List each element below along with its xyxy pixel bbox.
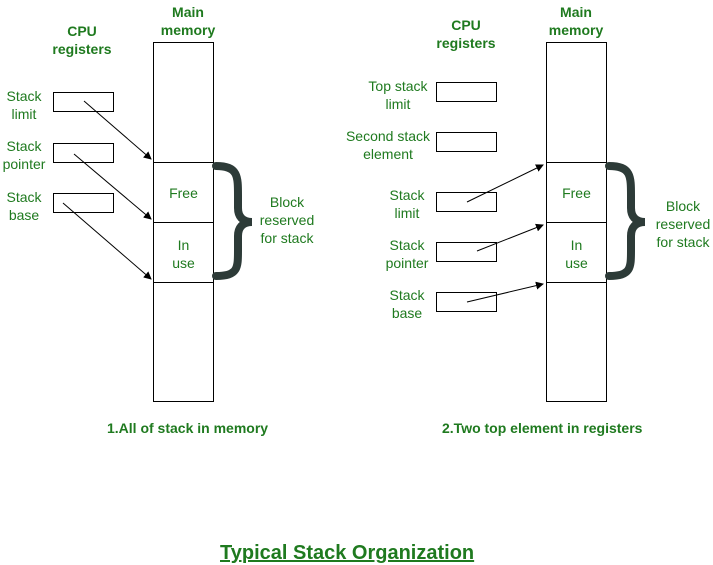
d2-caption: 2.Two top element in registers [442,420,643,436]
d1-free-inuse-divider [153,222,214,223]
d2-stack-base-arrow [466,281,544,303]
d1-free-label: Free [169,185,198,201]
d1-stack-limit-label: Stack limit [6,88,42,122]
d2-inuse-bottom-divider [546,282,607,283]
page-title: Typical Stack Organization [220,542,475,564]
d1-caption: 1.All of stack in memory [107,420,269,436]
d1-inuse-bottom-divider [153,282,214,283]
d2-stack-limit-arrow [466,164,544,203]
d2-stack-limit-label: Stack limit [389,187,425,221]
d2-stack-pointer-arrow [476,223,544,252]
d1-main-memory-header: Main memory [160,4,216,38]
d2-cpu-registers-header: CPU registers [436,17,496,51]
d2-block-reserved-label: Block reserved for stack [655,198,711,250]
d1-block-reserved-label: Block reserved for stack [259,194,315,246]
d2-top-stack-limit-label: Top stack limit [368,78,428,112]
d2-free-inuse-divider [546,222,607,223]
d1-stack-base-label: Stack base [6,189,42,223]
d1-stack-pointer-label: Stack pointer [2,138,46,172]
d2-stack-base-register [436,292,497,312]
d1-stack-limit-register [53,92,114,112]
d2-brace-icon [605,162,646,280]
d1-brace-icon [212,162,253,280]
d1-cpu-registers-header: CPU registers [52,23,112,57]
d2-inuse-label: In use [565,237,588,271]
d1-stack-limit-arrow [83,100,152,160]
d1-stack-pointer-arrow [73,153,152,220]
d1-inuse-label: In use [172,237,195,271]
d2-stack-limit-register [436,192,497,212]
d2-top-stack-limit-register [436,82,497,102]
d2-second-stack-element-register [436,132,497,152]
d2-second-stack-element-label: Second stack element [345,128,431,162]
d1-stack-base-arrow [62,202,152,280]
d1-free-top-divider [153,162,214,163]
d2-stack-pointer-register [436,242,497,262]
d2-free-label: Free [562,185,591,201]
d2-stack-base-label: Stack base [389,287,425,321]
d2-free-top-divider [546,162,607,163]
d2-main-memory-header: Main memory [548,4,604,38]
d2-stack-pointer-label: Stack pointer [385,237,429,271]
